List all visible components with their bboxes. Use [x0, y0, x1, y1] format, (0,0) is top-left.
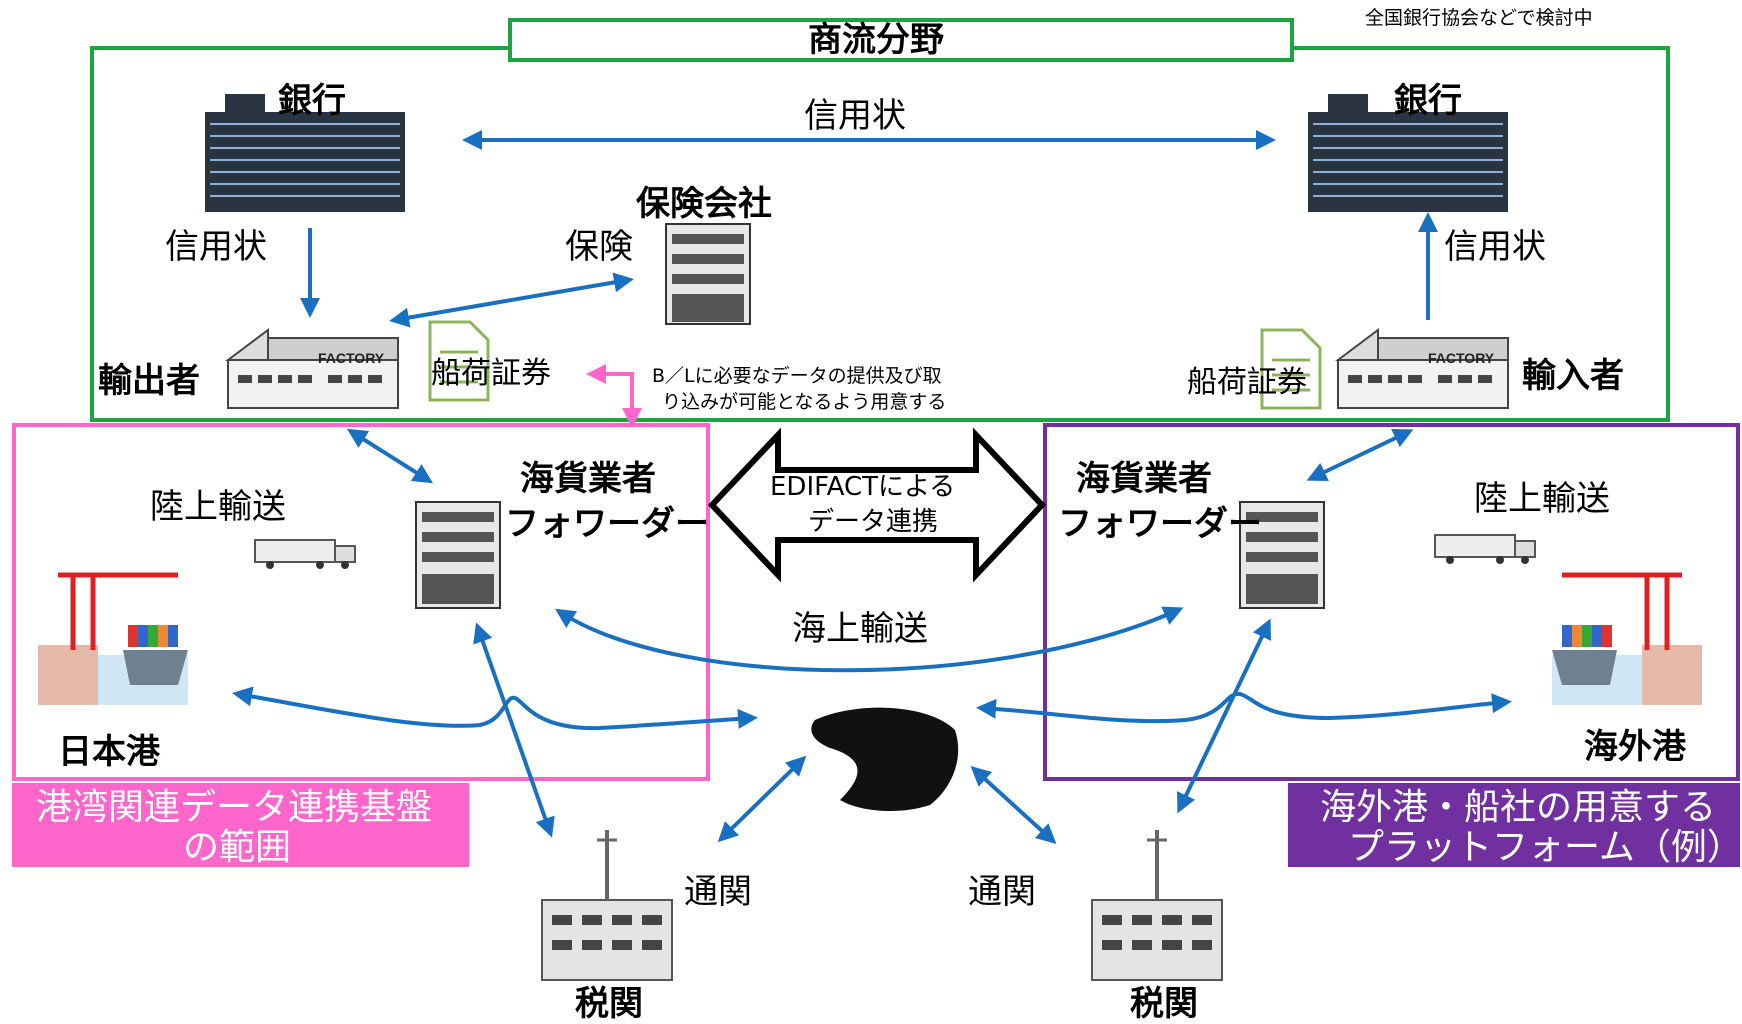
forwarder-right-line1: 海貨業者 [1076, 459, 1212, 499]
truck-left-icon [254, 539, 356, 570]
customs-right-label: 税関 [1130, 984, 1198, 1024]
overseas-platform-label-line1: 海外港・船社の用意する [1320, 787, 1717, 828]
bl-note-line2: り込みが可能となるよう用意する [662, 391, 947, 413]
overseas-port-icon [1552, 575, 1702, 705]
bank-left-label: 銀行 [278, 81, 346, 121]
forwarder-right-line2: フォワーダー [1058, 504, 1262, 544]
letter-of-credit-top: 信用状 [804, 96, 906, 136]
factory-label-right: FACTORY [1428, 350, 1495, 366]
insurance-label: 保険 [565, 227, 633, 267]
importer-label: 輸入者 [1522, 356, 1624, 396]
insurance-company-label: 保険会社 [636, 184, 772, 224]
edifact-arrow [707, 427, 1047, 583]
sea-transport-label: 海上輸送 [792, 609, 928, 649]
customs-left-icon [540, 828, 674, 982]
bank-right-label: 銀行 [1394, 81, 1462, 121]
overseas-platform-label [1288, 783, 1740, 867]
bl-note-line1: B／Lに必要なデータの提供及び取 [652, 365, 942, 387]
letter-of-credit-left: 信用状 [165, 227, 267, 267]
exporter-factory-icon [227, 329, 399, 409]
truck-right-icon [1434, 534, 1536, 565]
land-transport-left: 陸上輸送 [150, 487, 286, 527]
japan-platform-box [12, 423, 710, 781]
edifact-line1: EDIFACTによる [770, 472, 956, 502]
forwarder-left-icon [415, 501, 501, 609]
forwarder-left-line1: 海貨業者 [520, 459, 656, 499]
insurance-company-icon [665, 223, 751, 325]
japan-platform-label [12, 783, 469, 867]
exporter-label: 輸出者 [98, 361, 200, 401]
japan-platform-label-line1: 港湾関連データ連携基盤 [36, 787, 433, 828]
japan-port-icon [38, 575, 188, 705]
forwarder-right-icon [1239, 501, 1325, 609]
edifact-line2: データ連携 [808, 507, 939, 537]
letter-of-credit-right: 信用状 [1444, 227, 1546, 267]
overseas-port-label: 海外港 [1584, 727, 1686, 767]
customs-clearance-right: 通関 [968, 872, 1036, 912]
forwarder-left-line2: フォワーダー [505, 504, 709, 544]
commerce-title: 商流分野 [808, 20, 944, 60]
customs-left-label: 税関 [575, 984, 643, 1024]
land-transport-right: 陸上輸送 [1474, 479, 1610, 519]
importer-factory-icon [1337, 329, 1509, 409]
bill-of-lading-right-label: 船荷証券 [1187, 365, 1307, 400]
ship-icon [811, 707, 959, 812]
overseas-platform-box [1043, 423, 1740, 781]
overseas-platform-label-line2: プラットフォーム（例） [1348, 827, 1742, 868]
commerce-title-box [508, 18, 1294, 62]
customs-right-icon [1090, 828, 1224, 982]
factory-label-left: FACTORY [318, 350, 385, 366]
note-top: 全国銀行協会などで検討中 [1365, 7, 1593, 29]
japan-port-label: 日本港 [58, 732, 160, 772]
bill-of-lading-left-label: 船荷証券 [431, 356, 551, 391]
customs-clearance-left: 通関 [684, 872, 752, 912]
japan-platform-label-line2: の範囲 [183, 827, 292, 868]
